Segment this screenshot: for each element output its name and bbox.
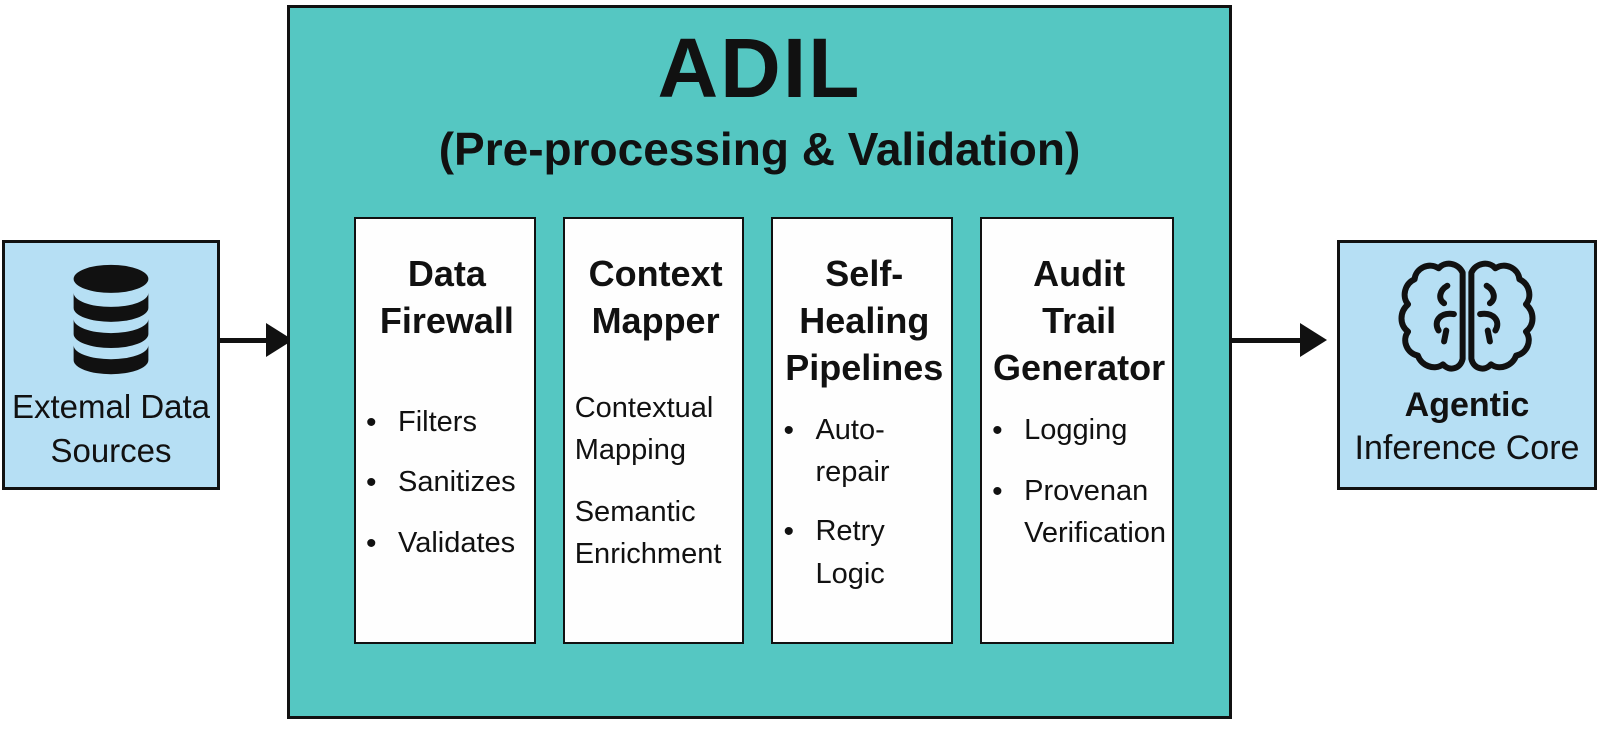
arrow-shaft xyxy=(1232,337,1300,343)
target-label-secondary: Inference Core xyxy=(1354,428,1580,467)
bullet-dot: • xyxy=(366,405,377,439)
bullet-dot: • xyxy=(366,466,377,500)
list-item: • Sanitizes xyxy=(366,461,528,505)
list-item: • Provenan Verification xyxy=(992,470,1166,554)
adil-title: ADIL xyxy=(657,21,862,115)
panel-title: Audit Trail Generator xyxy=(993,253,1166,388)
adil-subtitle: (Pre-processing & Validation) xyxy=(438,123,1081,175)
arrow-source-to-adil xyxy=(220,323,293,357)
list-item: Semantic Enrichment xyxy=(575,491,737,575)
item-text: Logging xyxy=(1024,414,1128,447)
panel-context-mapper: Context Mapper Contextual Mapping Semant… xyxy=(562,217,745,644)
list-item: Contextual Mapping xyxy=(575,387,737,471)
list-item: • Logging xyxy=(992,409,1166,453)
bullet-dot: • xyxy=(992,414,1003,448)
list-item: • Retry Logic xyxy=(783,510,945,594)
panel-title: Context Mapper xyxy=(588,253,723,341)
brain-icon xyxy=(1398,260,1536,372)
panel-title: Data Firewall xyxy=(379,253,514,341)
arrow-shaft xyxy=(220,337,266,343)
panel-audit-trail-generator: Audit Trail Generator • Logging • Proven… xyxy=(980,217,1175,644)
source-label: Extemal Data Sources xyxy=(11,388,211,469)
source-box: Extemal Data Sources xyxy=(2,240,220,490)
bullet-dot: • xyxy=(992,474,1003,508)
panel-self-healing-pipelines: Self- Healing Pipelines • Auto- repair •… xyxy=(771,217,954,644)
panel-title: Self- Healing Pipelines xyxy=(785,253,944,388)
adil-panels-row: Data Firewall • Filters • Sanitizes • Va… xyxy=(354,217,1175,644)
bullet-dot: • xyxy=(783,414,794,448)
target-box: Agentic Inference Core xyxy=(1337,240,1597,490)
panel-items: Contextual Mapping Semantic Enrichment xyxy=(575,387,737,575)
brain-right-hemisphere xyxy=(1468,260,1536,372)
item-text: Provenan Verification xyxy=(1024,474,1167,549)
bullet-dot: • xyxy=(783,515,794,549)
item-text: Semantic Enrichment xyxy=(574,495,722,570)
panel-items: • Filters • Sanitizes • Validates xyxy=(366,401,528,566)
list-item: • Auto- repair xyxy=(783,409,945,493)
target-label-primary: Agentic xyxy=(1404,386,1530,424)
list-item: • Filters xyxy=(366,401,528,445)
item-text: Validates xyxy=(398,526,516,559)
bullet-dot: • xyxy=(366,526,377,560)
database-icon xyxy=(73,264,149,375)
panel-data-firewall: Data Firewall • Filters • Sanitizes • Va… xyxy=(354,217,536,644)
item-text: Auto- repair xyxy=(815,414,890,489)
panel-items: • Logging • Provenan Verification xyxy=(992,409,1166,554)
item-text: Retry Logic xyxy=(815,515,885,590)
item-text: Filters xyxy=(398,405,477,438)
adil-container: ADIL (Pre-processing & Validation) Data … xyxy=(287,5,1232,719)
arrowhead-icon xyxy=(1300,323,1327,357)
brain-left-hemisphere xyxy=(1398,260,1466,372)
arrow-adil-to-target xyxy=(1232,323,1327,357)
item-text: Sanitizes xyxy=(398,466,516,499)
panel-items: • Auto- repair • Retry Logic xyxy=(783,409,945,594)
list-item: • Validates xyxy=(366,522,528,566)
item-text: Contextual Mapping xyxy=(574,391,714,466)
